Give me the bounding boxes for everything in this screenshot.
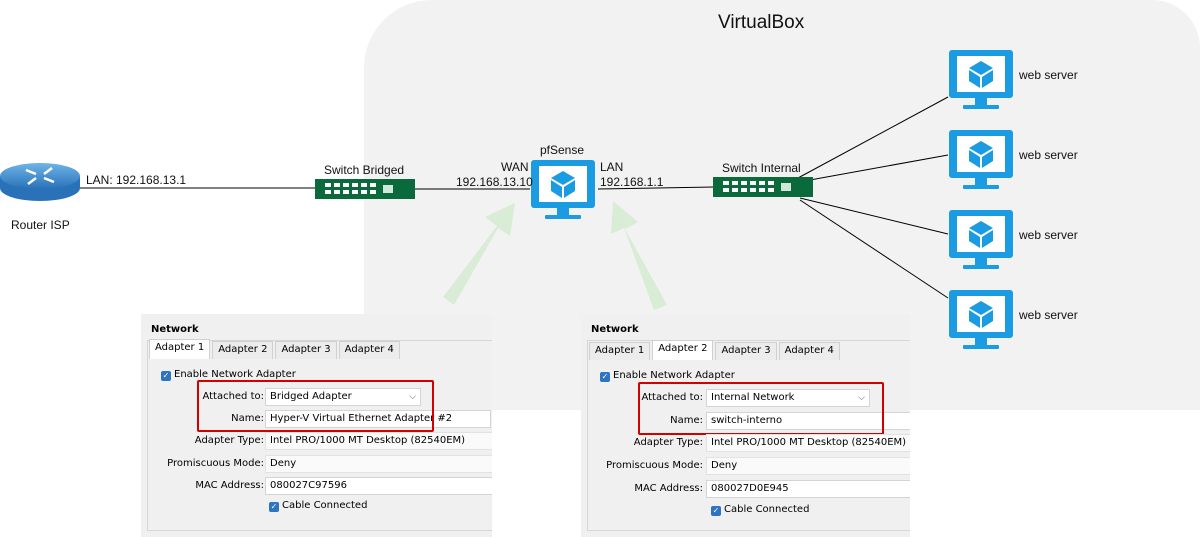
mac-address-field[interactable]: 080027D0E945 bbox=[706, 480, 910, 498]
adapter-type-label: Adapter Type: bbox=[633, 437, 703, 448]
cable-connected-label: Cable Connected bbox=[282, 500, 368, 511]
switch-internal-label: Switch Internal bbox=[722, 161, 801, 175]
tab-adapter-1[interactable]: Adapter 1 bbox=[149, 339, 211, 359]
switch-bridged-icon bbox=[315, 179, 415, 199]
chevron-down-icon: ⌵ bbox=[409, 392, 416, 402]
panel-header: Network bbox=[151, 324, 199, 335]
adapter-type-field[interactable]: Intel PRO/1000 MT Desktop (82540EM) bbox=[265, 432, 492, 450]
tab-adapter-2[interactable]: Adapter 2 bbox=[212, 341, 274, 359]
adapter-tabs: Adapter 1 Adapter 2 Adapter 3 Adapter 4 bbox=[149, 339, 402, 359]
attached-to-value: Bridged Adapter bbox=[270, 391, 352, 402]
attached-to-value: Internal Network bbox=[711, 392, 795, 403]
network-settings-panel-1: Network Adapter 1 Adapter 2 Adapter 3 Ad… bbox=[141, 314, 492, 537]
attached-to-label: Attached to: bbox=[202, 391, 264, 402]
adapter-type-field[interactable]: Intel PRO/1000 MT Desktop (82540EM) bbox=[706, 434, 910, 452]
pfsense-wan-label: WAN bbox=[501, 160, 529, 174]
link-pfsense-switch bbox=[597, 186, 715, 190]
check-icon: ✓ bbox=[269, 502, 279, 512]
enable-adapter-label: Enable Network Adapter bbox=[174, 369, 296, 380]
check-icon: ✓ bbox=[600, 372, 610, 382]
adapter-tabs: Adapter 1 Adapter 2 Adapter 3 Adapter 4 bbox=[589, 340, 842, 360]
arrow-panel1-to-pfsense bbox=[443, 203, 515, 305]
pfsense-lan-label: LAN bbox=[600, 160, 623, 174]
switch-bridged-label: Switch Bridged bbox=[324, 163, 404, 177]
cable-connected-checkbox[interactable]: ✓Cable Connected bbox=[711, 504, 809, 516]
web-server-1-label: web server bbox=[1018, 68, 1078, 82]
router-icon bbox=[0, 163, 80, 201]
attached-to-select[interactable]: Bridged Adapter ⌵ bbox=[265, 388, 421, 406]
promiscuous-mode-field[interactable]: Deny bbox=[706, 457, 910, 475]
router-lan-label: LAN: 192.168.13.1 bbox=[86, 173, 186, 187]
mac-address-label: MAC Address: bbox=[195, 480, 264, 491]
pfsense-lan-ip: 192.168.1.1 bbox=[600, 175, 664, 189]
name-field[interactable]: switch-interno bbox=[706, 412, 910, 430]
link-switch-server-3 bbox=[799, 197, 949, 235]
cable-connected-checkbox[interactable]: ✓Cable Connected bbox=[269, 500, 367, 512]
highlight-box bbox=[638, 382, 884, 435]
name-label: Name: bbox=[231, 413, 264, 424]
highlight-box bbox=[197, 380, 434, 432]
attached-to-select[interactable]: Internal Network ⌵ bbox=[706, 389, 870, 407]
network-settings-panel-2: Network Adapter 1 Adapter 2 Adapter 3 Ad… bbox=[581, 314, 910, 537]
promiscuous-mode-field[interactable]: Deny bbox=[265, 455, 492, 473]
tab-adapter-4[interactable]: Adapter 4 bbox=[778, 342, 840, 360]
link-switch-server-1 bbox=[797, 96, 949, 179]
web-server-2-label: web server bbox=[1018, 148, 1078, 162]
promiscuous-mode-label: Promiscuous Mode: bbox=[606, 460, 703, 471]
promiscuous-mode-label: Promiscuous Mode: bbox=[167, 458, 264, 469]
web-server-4-label: web server bbox=[1018, 308, 1078, 322]
cable-connected-label: Cable Connected bbox=[724, 504, 810, 515]
pfsense-wan-ip: 192.168.13.10 bbox=[456, 175, 533, 189]
tab-adapter-3[interactable]: Adapter 3 bbox=[715, 342, 777, 360]
attached-to-label: Attached to: bbox=[641, 392, 703, 403]
link-switch-server-4 bbox=[799, 199, 949, 299]
check-icon: ✓ bbox=[161, 371, 171, 381]
mac-address-label: MAC Address: bbox=[634, 483, 703, 494]
switch-internal-icon bbox=[713, 177, 813, 197]
link-switch-server-2 bbox=[809, 154, 949, 181]
tab-adapter-4[interactable]: Adapter 4 bbox=[338, 341, 400, 359]
tab-adapter-2[interactable]: Adapter 2 bbox=[652, 340, 714, 360]
tab-adapter-3[interactable]: Adapter 3 bbox=[275, 341, 337, 359]
name-field[interactable]: Hyper-V Virtual Ethernet Adapter #2 bbox=[265, 410, 491, 428]
enable-adapter-checkbox[interactable]: ✓Enable Network Adapter bbox=[161, 369, 296, 381]
adapter-type-label: Adapter Type: bbox=[194, 435, 264, 446]
virtualbox-title: VirtualBox bbox=[718, 12, 805, 33]
arrow-panel2-to-pfsense bbox=[611, 201, 667, 310]
enable-adapter-label: Enable Network Adapter bbox=[613, 370, 735, 381]
chevron-down-icon: ⌵ bbox=[858, 393, 865, 403]
tab-adapter-1[interactable]: Adapter 1 bbox=[589, 342, 651, 360]
links bbox=[80, 96, 949, 299]
enable-adapter-checkbox[interactable]: ✓Enable Network Adapter bbox=[600, 370, 735, 382]
mac-address-field[interactable]: 080027C97596 bbox=[265, 477, 492, 495]
web-server-3-label: web server bbox=[1018, 228, 1078, 242]
panel-header: Network bbox=[591, 324, 639, 335]
router-label: Router ISP bbox=[11, 218, 70, 232]
name-label: Name: bbox=[670, 415, 703, 426]
check-icon: ✓ bbox=[711, 506, 721, 516]
pfsense-label: pfSense bbox=[540, 143, 584, 157]
